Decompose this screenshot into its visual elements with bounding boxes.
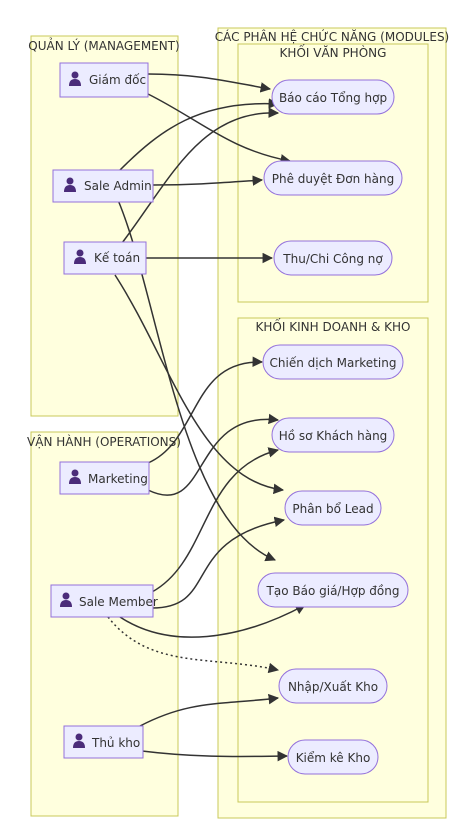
edge-marketing-campaign bbox=[147, 356, 264, 464]
module-marketing-campaign-label: Chiến dịch Marketing bbox=[270, 356, 397, 370]
management-group: QUẢN LÝ (MANAGEMENT) bbox=[28, 35, 180, 417]
module-quote-contract[interactable]: Tạo Báo giá/Hợp đồng bbox=[257, 572, 409, 608]
actor-sale-member-label: Sale Member bbox=[79, 595, 158, 609]
module-receivables[interactable]: Thu/Chi Công nợ bbox=[273, 240, 393, 276]
edge-director-approval bbox=[147, 93, 292, 165]
actor-director-label: Giám đốc bbox=[89, 73, 146, 87]
module-lead-allocation-label: Phân bổ Lead bbox=[292, 502, 373, 516]
person-icon bbox=[60, 592, 72, 607]
business-group: KHỐI KINH DOANH & KHO bbox=[237, 317, 429, 803]
person-icon bbox=[64, 177, 76, 192]
edge-salemember-quote bbox=[119, 604, 306, 638]
module-stock-in-out[interactable]: Nhập/Xuất Kho bbox=[278, 668, 388, 704]
module-order-approval[interactable]: Phê duyệt Đơn hàng bbox=[263, 160, 403, 196]
actor-accountant-label: Kế toán bbox=[94, 251, 140, 265]
actor-director[interactable]: Giám đốc bbox=[59, 62, 149, 98]
office-group-title: KHỐI VĂN PHÒNG bbox=[280, 44, 387, 60]
edge-warehouse-stockcheck bbox=[141, 750, 289, 762]
edge-saleadmin-approval bbox=[152, 175, 264, 186]
actor-sale-admin-label: Sale Admin bbox=[84, 179, 152, 193]
person-icon bbox=[69, 71, 81, 86]
edge-saleadmin-summary bbox=[119, 98, 280, 171]
edge-accountant-lead bbox=[114, 274, 285, 495]
edge-salemember-customer bbox=[151, 447, 280, 593]
module-lead-allocation[interactable]: Phân bổ Lead bbox=[284, 490, 382, 526]
management-group-title: QUẢN LÝ (MANAGEMENT) bbox=[28, 37, 180, 53]
person-icon bbox=[69, 469, 81, 484]
actor-warehouse-keeper-label: Thủ kho bbox=[91, 736, 140, 750]
module-order-approval-label: Phê duyệt Đơn hàng bbox=[272, 172, 395, 186]
edge-salemember-lead bbox=[151, 516, 286, 609]
edge-marketing-customer bbox=[147, 413, 280, 496]
module-marketing-campaign[interactable]: Chiến dịch Marketing bbox=[262, 344, 404, 380]
module-customer-profile[interactable]: Hồ sơ Khách hàng bbox=[271, 417, 395, 453]
person-icon bbox=[73, 733, 85, 748]
edge-accountant-summary bbox=[121, 107, 280, 244]
person-icon bbox=[74, 249, 86, 264]
business-group-title: KHỐI KINH DOANH & KHO bbox=[256, 318, 411, 334]
actor-sale-admin[interactable]: Sale Admin bbox=[52, 169, 154, 203]
module-stock-in-out-label: Nhập/Xuất Kho bbox=[288, 680, 378, 694]
module-customer-profile-label: Hồ sơ Khách hàng bbox=[279, 429, 388, 443]
actor-marketing[interactable]: Marketing bbox=[59, 461, 150, 495]
module-summary-report-label: Báo cáo Tổng hợp bbox=[279, 91, 387, 105]
actor-sale-member[interactable]: Sale Member bbox=[50, 584, 158, 618]
actor-accountant[interactable]: Kế toán bbox=[63, 241, 147, 275]
edges bbox=[107, 73, 306, 762]
module-quote-contract-label: Tạo Báo giá/Hợp đồng bbox=[266, 584, 400, 598]
module-stock-check[interactable]: Kiểm kê Kho bbox=[287, 739, 379, 775]
operations-group-title: VẬN HÀNH (OPERATIONS) bbox=[27, 434, 181, 449]
actor-warehouse-keeper[interactable]: Thủ kho bbox=[63, 725, 144, 759]
module-stock-check-label: Kiểm kê Kho bbox=[296, 751, 371, 765]
actor-marketing-label: Marketing bbox=[88, 472, 148, 486]
module-receivables-label: Thu/Chi Công nợ bbox=[282, 252, 383, 266]
edge-director-summary bbox=[147, 73, 272, 93]
modules-group-title: CÁC PHÂN HỆ CHỨC NĂNG (MODULES) bbox=[215, 29, 450, 44]
edge-warehouse-stockio bbox=[139, 693, 280, 727]
module-summary-report[interactable]: Báo cáo Tổng hợp bbox=[271, 79, 395, 115]
